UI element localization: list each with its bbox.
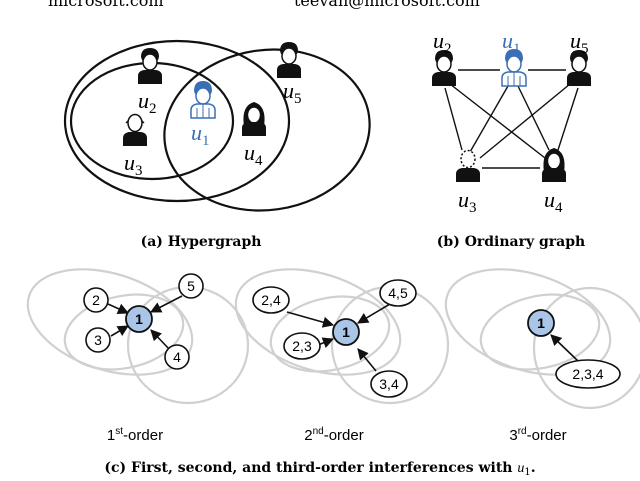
arrow [110,325,129,337]
header-left-email: microsoft.com [48,0,164,10]
target-node [527,309,555,337]
source-node-label: 3,4 [379,376,399,392]
graph-u4-icon [541,147,567,183]
graph-label-u3: u3 [458,187,477,216]
arrow [150,329,171,351]
target-node-label: 1 [537,315,545,331]
source-node [83,287,109,313]
panel-interferences: 1 2 5 3 4 1st-order [26,268,640,478]
target-node-label: 1 [342,324,350,340]
bg-hyperedge [234,268,402,376]
panel-ordinary-graph: u2 u1 u5 u3 u4 (b) Ordinary graph [431,28,592,250]
graph-label-u4: u4 [544,187,563,216]
user-u3-icon [122,113,148,147]
source-node [379,279,417,307]
edge-u5-u4 [557,87,579,151]
target-node [332,318,360,346]
arrow [357,348,377,372]
source-node [555,359,621,389]
graph-label-u5: u5 [570,28,589,57]
order-label: 3rd-order [509,426,566,444]
source-node [178,273,204,299]
source-node [370,370,408,398]
source-node-label: 4,5 [388,285,408,301]
source-node-label: 2,4 [261,292,281,308]
source-node-label: 5 [187,278,195,294]
bg-hyperedge [532,286,640,410]
source-node-label: 3 [94,332,102,348]
source-node-label: 2 [92,292,100,308]
target-node [125,305,153,333]
order-group-second: 1 2,4 4,5 2,3 3,4 2nd-order [234,268,450,444]
caption-interferences: (c) First, second, and third-order inter… [104,460,535,478]
user-u4-icon [241,101,267,137]
order-label: 2nd-order [304,426,363,444]
arrow [357,303,391,324]
label-u1: u1 [191,120,210,149]
edge-u2-u4 [449,83,546,159]
user-u1-icon [190,80,216,119]
source-node-label: 2,3,4 [572,366,603,382]
bg-hyperedge [26,268,194,376]
edge-u5-u3 [479,83,571,159]
edge-u1-u3 [469,85,509,153]
label-u2: u2 [138,88,157,117]
label-u5: u5 [283,78,302,107]
order-label: 1st-order [107,426,163,444]
graph-label-u2: u2 [433,28,452,57]
label-u4: u4 [244,140,263,169]
arrow [550,334,579,362]
graph-label-u1: u1 [502,28,521,57]
order-group-first: 1 2 5 3 4 1st-order [26,268,250,444]
header-right-email: teevan@microsoft.com [294,0,480,10]
source-node-label: 2,3 [292,338,312,354]
caption-hypergraph: (a) Hypergraph [141,234,262,250]
edge-u2-u3 [444,87,463,151]
bg-hyperedge [479,293,601,371]
arrow [150,295,183,313]
graph-u3-icon [455,149,481,183]
order-group-third: 1 2,3,4 3rd-order [444,268,640,444]
caption-ordinary-graph: (b) Ordinary graph [437,234,585,250]
arrow [107,303,130,314]
user-u5-icon [276,41,302,79]
source-node [252,286,290,314]
panel-hypergraph: u2 u1 u5 u3 u4 (a) Hypergraph [63,39,371,250]
hyperedge-right [163,48,371,212]
source-node [283,332,321,360]
source-node [164,344,190,370]
bg-hyperedge [126,285,250,405]
user-u2-icon [137,47,163,85]
graph-edges [444,69,579,169]
target-node-label: 1 [135,311,143,327]
source-node-label: 4 [173,349,181,365]
source-node [85,327,111,353]
arrow [286,311,335,328]
hyperedge-left [63,39,291,203]
edge-u1-u4 [517,85,550,151]
label-u3: u3 [124,150,143,179]
